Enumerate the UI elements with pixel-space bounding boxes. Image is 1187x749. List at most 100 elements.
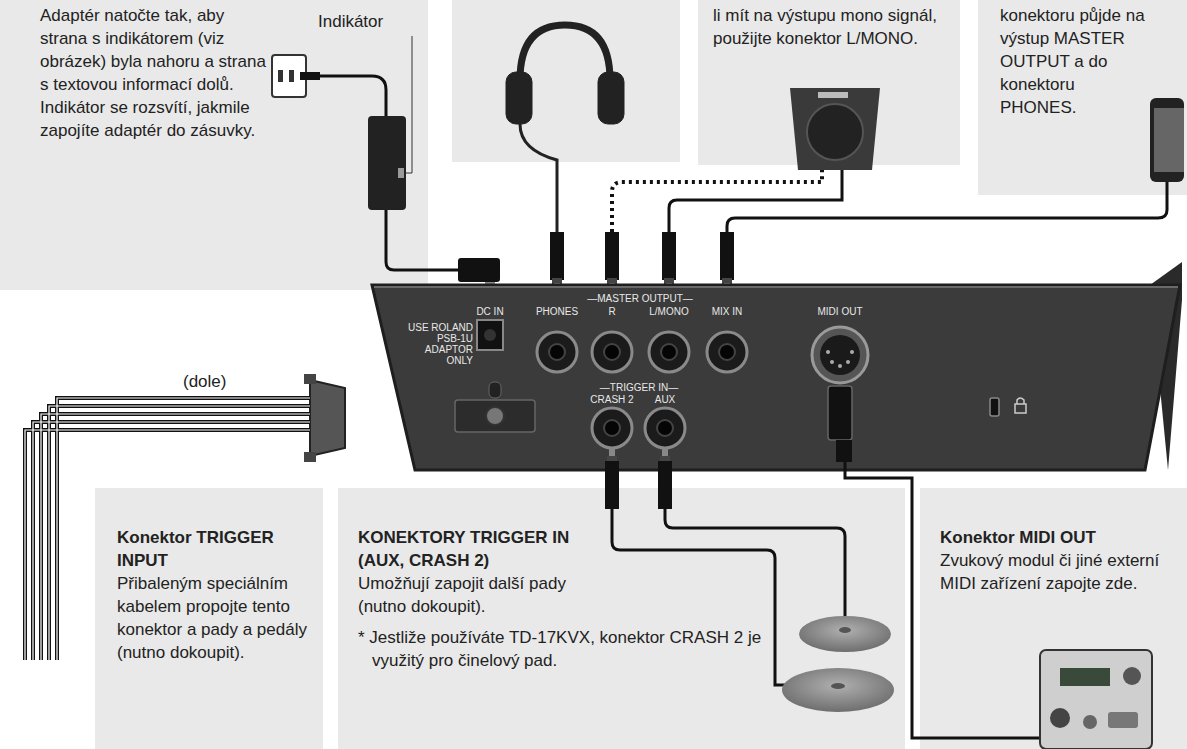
headphones bbox=[520, 124, 557, 232]
jack-hole bbox=[657, 420, 673, 436]
jack-hole bbox=[661, 344, 677, 360]
midi-jack bbox=[846, 360, 850, 364]
mounting-bracket bbox=[489, 382, 501, 398]
callout-panel bbox=[920, 488, 1187, 749]
headphones bbox=[598, 72, 624, 124]
callout-panel bbox=[338, 488, 905, 749]
audio-jack bbox=[592, 408, 632, 448]
headphones bbox=[506, 25, 624, 232]
midi-jack bbox=[820, 335, 860, 375]
midi-sound-module bbox=[1083, 715, 1097, 729]
dc-cable bbox=[458, 258, 500, 282]
audio-jack bbox=[537, 332, 747, 448]
audio-cable bbox=[727, 182, 1167, 232]
connector-label: R bbox=[608, 306, 615, 317]
amplifier bbox=[790, 88, 880, 170]
audio-jack bbox=[707, 332, 747, 372]
ac-adaptor bbox=[368, 116, 406, 210]
cymbal-pad bbox=[782, 668, 894, 712]
midi-jack bbox=[812, 327, 868, 383]
callout-panel bbox=[0, 0, 428, 290]
cymbal-pad bbox=[799, 616, 891, 652]
jack-hole bbox=[604, 420, 620, 436]
headphones bbox=[520, 25, 610, 80]
callout-box: li mít na výstupu mono signál, použijte … bbox=[698, 0, 960, 165]
trigger-plug bbox=[662, 449, 668, 457]
callout-text: Zvukový modul či jiné externí MIDI zaříz… bbox=[940, 549, 1168, 595]
jack-plug bbox=[662, 232, 676, 280]
callout-panel bbox=[978, 0, 1187, 195]
smartphone bbox=[1154, 108, 1184, 172]
trigger-connector bbox=[310, 380, 345, 456]
amplifier bbox=[807, 104, 863, 160]
midi-jack bbox=[850, 350, 854, 354]
connector-label: USE ROLAND PSB-1U ADAPTOR ONLY bbox=[407, 322, 473, 366]
callout-box: konektoru půjde na výstup MASTER OUTPUT … bbox=[978, 0, 1187, 195]
trigger-connector bbox=[304, 374, 316, 384]
trigger-plug bbox=[612, 509, 790, 685]
cymbal-pad bbox=[839, 627, 851, 633]
trigger-plug bbox=[658, 461, 672, 509]
trigger-connector bbox=[304, 452, 316, 462]
midi-jack bbox=[826, 350, 854, 368]
module-rear-panel bbox=[372, 285, 1180, 470]
security-slot bbox=[990, 398, 999, 416]
midi-sound-module bbox=[1060, 668, 1110, 686]
dc-in-jack bbox=[477, 320, 503, 350]
callout-box: Adaptér natočte tak, aby strana s indiká… bbox=[0, 0, 428, 290]
jack-plug bbox=[550, 232, 564, 280]
midi-sound-module bbox=[1123, 667, 1141, 685]
part-label: Indikátor bbox=[318, 12, 383, 32]
amplifier bbox=[790, 88, 880, 170]
connector-label: MIX IN bbox=[712, 306, 743, 317]
ac-adaptor bbox=[406, 36, 412, 173]
midi-plug bbox=[828, 386, 852, 440]
connector-label: DC IN bbox=[476, 306, 503, 317]
connector-label: AUX bbox=[655, 394, 676, 405]
callout-heading: Konektor TRIGGER INPUT bbox=[117, 526, 303, 572]
jack-plug bbox=[605, 232, 619, 280]
jack-hole bbox=[604, 344, 620, 360]
ac-adaptor bbox=[300, 36, 412, 210]
dc-in-jack bbox=[477, 320, 503, 350]
callout-box: Konektor TRIGGER INPUTPřibaleným speciál… bbox=[95, 488, 323, 749]
callout-text: li mít na výstupu mono signál, použijte … bbox=[713, 4, 939, 50]
audio-jack bbox=[537, 332, 577, 372]
cymbal-pad bbox=[831, 683, 845, 689]
part-label: (dole) bbox=[183, 372, 226, 392]
trigger-plug bbox=[605, 449, 845, 685]
module-rear-panel bbox=[372, 262, 1182, 470]
audio-cable bbox=[612, 170, 1167, 232]
connector-label: —MASTER OUTPUT— bbox=[587, 293, 693, 304]
ac-adaptor bbox=[398, 168, 404, 178]
audio-jack bbox=[592, 332, 632, 372]
midi-jack bbox=[812, 327, 868, 383]
jack-plug bbox=[720, 232, 734, 280]
mounting-bracket bbox=[455, 382, 535, 432]
trigger-connector bbox=[25, 374, 345, 660]
midi-plug bbox=[845, 462, 1044, 738]
trigger-plug bbox=[609, 449, 615, 457]
midi-sound-module bbox=[1050, 708, 1070, 728]
callout-panel bbox=[452, 0, 680, 162]
amplifier bbox=[818, 92, 848, 98]
callout-box: Konektor MIDI OUTZvukový modul či jiné e… bbox=[920, 488, 1187, 749]
connector-label: MIDI OUT bbox=[818, 306, 863, 317]
audio-cable bbox=[669, 170, 842, 232]
callout-note: * Jestliže používáte TD-17KVX, konektor … bbox=[358, 626, 767, 672]
callout-box: KONEKTORY TRIGGER IN (AUX, CRASH 2)Umožň… bbox=[338, 488, 905, 749]
dc-in-jack bbox=[484, 329, 496, 341]
connector-label: CRASH 2 bbox=[590, 394, 633, 405]
midi-plug bbox=[836, 440, 852, 462]
midi-sound-module bbox=[1040, 650, 1152, 749]
callout-panel bbox=[698, 0, 960, 165]
ac-adaptor bbox=[300, 72, 320, 80]
midi-sound-module bbox=[1108, 712, 1138, 728]
wall-outlet bbox=[289, 70, 294, 82]
callout-panel bbox=[95, 488, 323, 749]
jack-hole bbox=[719, 344, 735, 360]
jack-hole bbox=[549, 344, 565, 360]
wall-outlet bbox=[278, 70, 283, 82]
security-slot bbox=[990, 398, 1026, 416]
